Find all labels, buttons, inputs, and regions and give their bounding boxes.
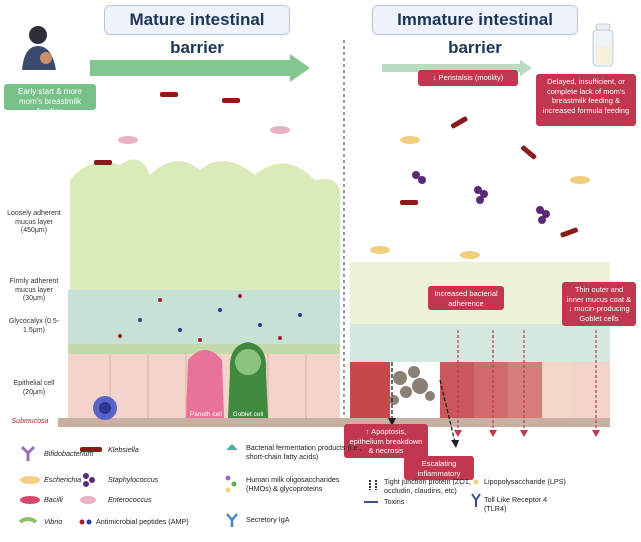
glycocalyx-mature: [68, 344, 340, 354]
loose-mucus-layer-mature: [70, 159, 340, 290]
note-breastfeeding: Early start & more mom's breastmilk feed…: [4, 84, 96, 116]
note-bacterial-adherence: Increased bacterial adherence: [428, 286, 504, 310]
note-apoptosis: ↑ Apoptosis, epithelium breakdown & necr…: [344, 424, 428, 458]
legend-hmo: Human milk oligosaccharides (HMOs) & gly…: [246, 475, 340, 493]
legend-tight-junction: Tight junction protein (ZO1, occludin, c…: [384, 477, 471, 495]
amp-dots: [138, 308, 302, 332]
legend-secretory-iga: Secretory IgA: [246, 515, 290, 524]
firm-mucus-layer-mature: [68, 290, 340, 344]
paneth-cell-shape: [186, 350, 224, 418]
epithelium-immature: [350, 362, 610, 418]
bacteria-scatter: [94, 92, 590, 259]
title-immature: Immature intestinal barrier: [372, 5, 578, 57]
legend-klebsiella: Klebsiella: [108, 445, 139, 454]
legend-toxins: Toxins: [384, 497, 405, 506]
submucosa-bar: [58, 418, 610, 427]
legend-bifidobacterium: Bifidobacterium: [44, 449, 94, 458]
legend-icons: [18, 444, 481, 527]
legend-escherichia: Escherichia: [44, 475, 82, 484]
necrotic-debris: [389, 366, 435, 405]
note-delayed-feeding: Delayed, insufficient, or complete lack …: [536, 74, 636, 126]
legend-staphylococcus: Staphylococcus: [108, 475, 159, 484]
title-mature: Mature intestinal barrier: [104, 5, 290, 57]
legend-lps: Lipopolysaccharide (LPS): [484, 477, 566, 486]
baby-bottle-icon: [592, 23, 614, 67]
label-goblet-cell: Goblet cell: [232, 411, 264, 418]
arrow-mature-flow: [90, 54, 310, 82]
legend-scfa: Bacterial fermentation products (i.e., s…: [246, 443, 362, 461]
legend-bacilli: Bacilli: [44, 495, 63, 504]
mother-baby-icon: [22, 26, 56, 70]
label-loose-mucus: Loosely adherent mucus layer (450μm): [7, 210, 61, 234]
note-peristalsis: ↓ Peristalsis (motility): [418, 70, 518, 86]
legend-enterococcus: Enterococcus: [108, 495, 152, 504]
firm-mucus-layer-immature: [350, 324, 610, 362]
label-firm-mucus: Firmly adherent mucus layer (30μm): [9, 278, 59, 302]
legend-amp: Antimicrobial peptides (AMP): [96, 517, 189, 526]
label-glycocalyx: Glycocalyx (0.5-1.5μm): [8, 318, 60, 334]
note-thin-mucus: Thin outer and inner mucus coat & ↓ muci…: [562, 282, 636, 326]
legend-vibrio: Vibrio: [44, 517, 63, 526]
legend-tlr4: Toll Like Receptor 4 (TLR4): [484, 495, 548, 513]
label-paneth-cell: Paneth cell: [189, 411, 223, 418]
label-epithelial-cell: Epithelial cell (20μm): [13, 380, 55, 396]
label-submucosa: Submucosa: [11, 418, 49, 425]
note-inflammatory: Escalating inflammatory response: [404, 456, 474, 487]
